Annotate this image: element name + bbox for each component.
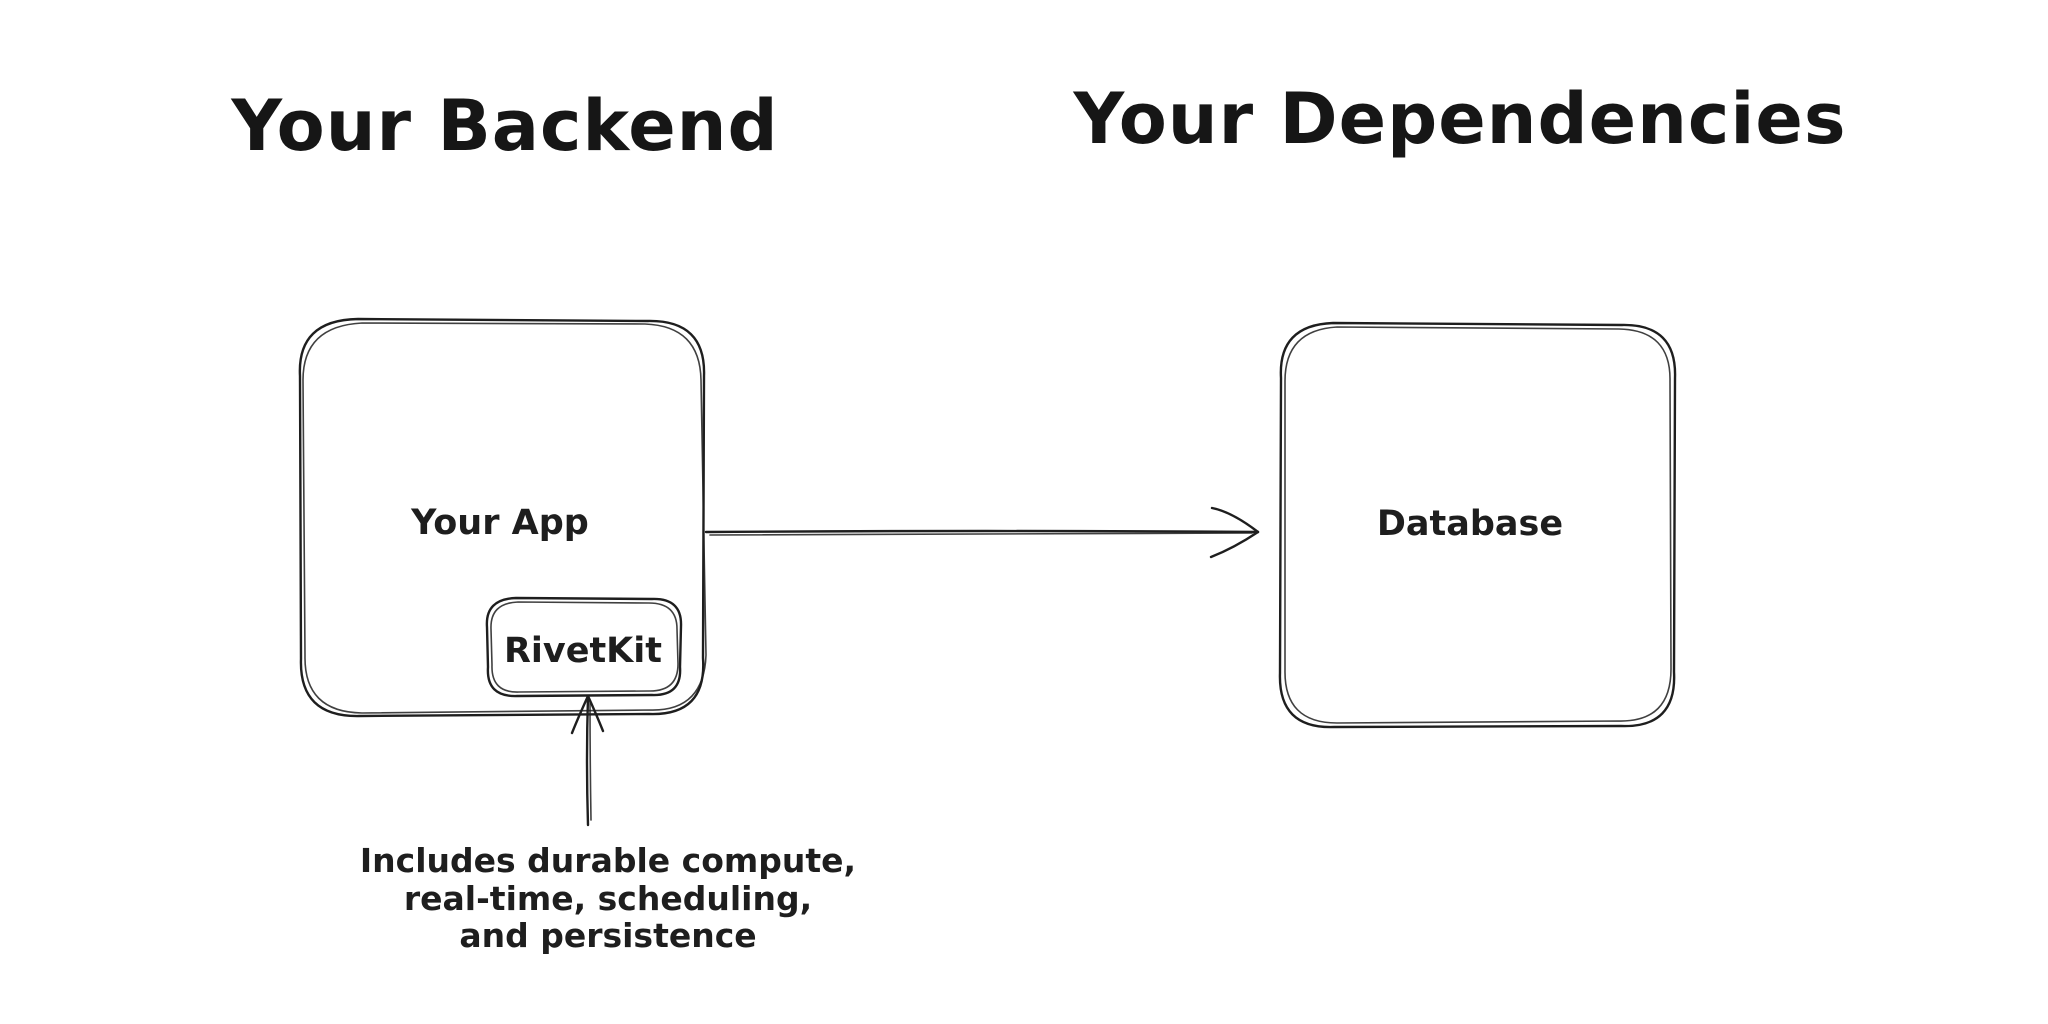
rivetkit-box: RivetKit xyxy=(485,596,683,698)
annotation-line-1: Includes durable compute, xyxy=(360,841,856,880)
title-your-backend: Your Backend xyxy=(230,85,778,167)
rivetkit-label: RivetKit xyxy=(504,631,662,671)
database-label: Database xyxy=(1377,504,1563,544)
your-app-box: Your App xyxy=(298,317,707,718)
annotation-line-2: real-time, scheduling, xyxy=(404,879,812,918)
annotation-line-3: and persistence xyxy=(459,916,756,955)
title-your-dependencies: Your Dependencies xyxy=(1072,78,1846,160)
database-box: Database xyxy=(1278,321,1677,729)
rivetkit-annotation-arrow xyxy=(570,694,605,827)
rivetkit-annotation-text: Includes durable compute, real-time, sch… xyxy=(360,841,856,955)
app-to-database-arrow xyxy=(704,506,1260,559)
your-app-label: Your App xyxy=(410,503,589,543)
